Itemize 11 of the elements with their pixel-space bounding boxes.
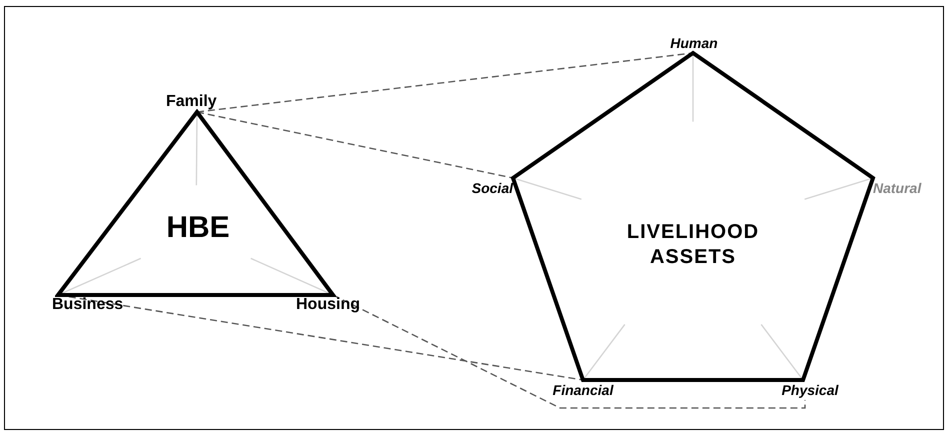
vertex-label: Financial — [543, 380, 623, 400]
shape-title: LIVELIHOOD ASSETS — [626, 220, 760, 270]
vertex-label: Natural — [873, 178, 939, 198]
vertex-label: Housing — [296, 295, 378, 317]
vertex-label: Business — [52, 295, 122, 317]
vertex-label: Physical — [770, 380, 850, 400]
shape-title: HBE — [165, 210, 231, 246]
vertex-label: Human — [664, 33, 724, 53]
vertex-label: Social — [455, 178, 513, 198]
vertex-label: Family — [160, 92, 234, 112]
dashed-connector — [196, 111, 514, 179]
